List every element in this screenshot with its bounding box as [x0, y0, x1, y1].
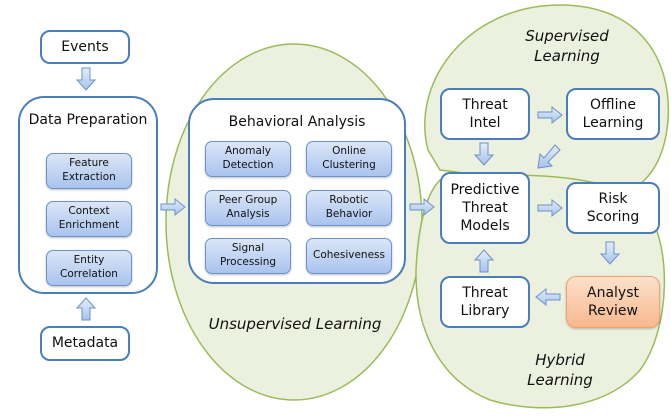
analyst-review-label: Analyst Review: [587, 284, 639, 319]
chip-peer-group-analysis[interactable]: Peer Group Analysis: [205, 190, 291, 226]
arrow-events-to-preparation: [75, 67, 97, 91]
arrow-risk-to-analyst: [599, 241, 621, 265]
offline-learning-label: Offline Learning: [582, 96, 644, 131]
threat-intel-label: Threat Intel: [462, 96, 508, 131]
chip-label: Cohesiveness: [313, 249, 385, 262]
chip-cohesiveness[interactable]: Cohesiveness: [306, 238, 392, 274]
chip-signal-processing[interactable]: Signal Processing: [205, 238, 291, 274]
events-label: Events: [61, 38, 109, 55]
events-box[interactable]: Events: [40, 30, 130, 64]
arrow-intel-to-predictive: [473, 142, 495, 166]
analyst-review-box[interactable]: Analyst Review: [566, 276, 660, 328]
arrow-behavioral-to-predictive: [409, 197, 435, 217]
chip-label: Signal Processing: [219, 242, 277, 268]
hybrid-learning-label: Hybrid Learning: [527, 351, 593, 390]
behavioral-analysis-title: Behavioral Analysis: [228, 114, 366, 130]
chip-context-enrichment[interactable]: Context Enrichment: [46, 201, 132, 237]
chip-entity-correlation[interactable]: Entity Correlation: [46, 250, 132, 286]
chip-label: Peer Group Analysis: [218, 194, 278, 220]
arrow-intel-to-offline: [537, 105, 563, 125]
chip-label: Context Enrichment: [58, 205, 120, 231]
chip-label: Robotic Behavior: [325, 194, 373, 220]
risk-scoring-box[interactable]: Risk Scoring: [566, 182, 660, 234]
chip-label: Feature Extraction: [62, 157, 116, 183]
arrow-preparation-to-behavioral: [160, 197, 186, 217]
supervised-learning-label: Supervised Learning: [525, 27, 609, 66]
metadata-label: Metadata: [51, 335, 119, 352]
predictive-threat-models-box[interactable]: Predictive Threat Models: [440, 172, 530, 244]
risk-scoring-label: Risk Scoring: [586, 190, 640, 225]
arrow-metadata-to-preparation: [75, 297, 97, 321]
chip-label: Online Clustering: [322, 145, 376, 171]
chip-label: Entity Correlation: [60, 254, 118, 280]
chip-label: Anomaly Detection: [222, 145, 274, 171]
arrow-library-to-predictive: [473, 249, 495, 273]
threat-library-box[interactable]: Threat Library: [440, 276, 530, 328]
arrow-predictive-to-risk: [537, 198, 563, 218]
threat-intel-box[interactable]: Threat Intel: [440, 88, 530, 140]
chip-anomaly-detection[interactable]: Anomaly Detection: [205, 141, 291, 177]
threat-library-label: Threat Library: [460, 284, 510, 319]
data-preparation-title: Data Preparation: [28, 112, 148, 128]
predictive-threat-models-label: Predictive Threat Models: [450, 181, 520, 235]
metadata-box[interactable]: Metadata: [40, 326, 130, 361]
chip-online-clustering[interactable]: Online Clustering: [306, 141, 392, 177]
offline-learning-box[interactable]: Offline Learning: [566, 88, 660, 140]
chip-feature-extraction[interactable]: Feature Extraction: [46, 153, 132, 189]
arrow-analyst-to-library: [535, 287, 561, 307]
unsupervised-learning-label: Unsupervised Learning: [208, 315, 382, 333]
arrow-offline-to-predictive: [537, 144, 561, 169]
chip-robotic-behavior[interactable]: Robotic Behavior: [306, 190, 392, 226]
